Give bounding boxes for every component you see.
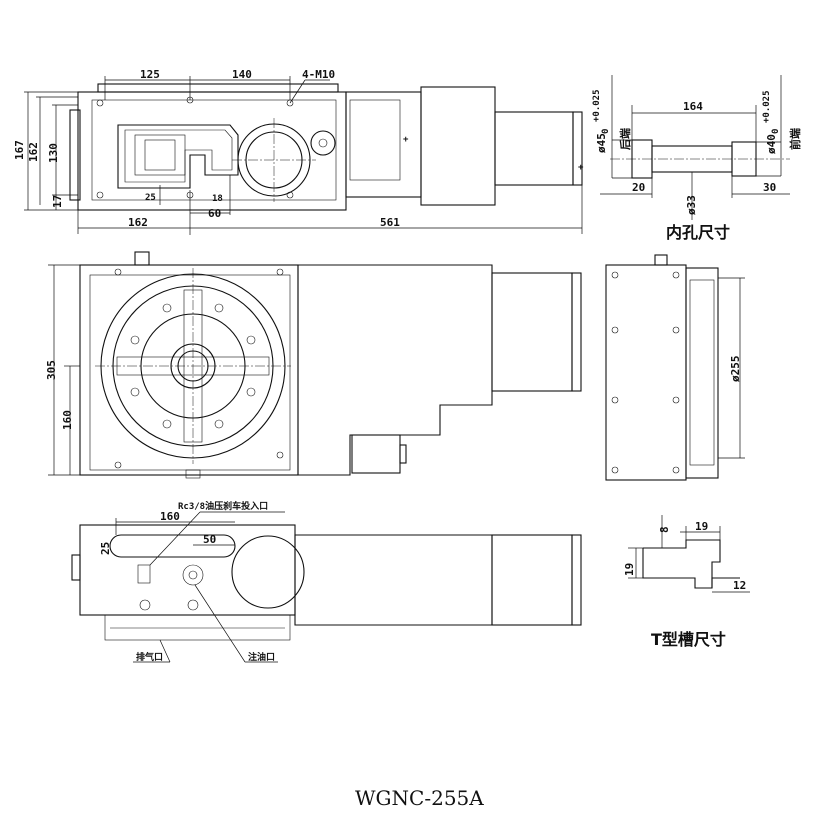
front-label: 前端 xyxy=(788,128,802,150)
model-name: WGNC-255A xyxy=(355,786,484,810)
dim-305: 305 xyxy=(45,360,58,380)
tslot-detail-title: T型槽尺寸 xyxy=(651,630,726,649)
bottom-view: 160 50 25 Rc3/8油压刹车投入口 排气口 注油口 xyxy=(71,500,582,663)
callout-brake-port: Rc3/8油压刹车投入口 xyxy=(178,500,268,512)
dim-140: 140 xyxy=(232,68,252,81)
dim-12: 12 xyxy=(733,579,746,592)
rear-tol-lower: 0 xyxy=(601,129,611,134)
front-dia: ø40 xyxy=(765,134,778,154)
dim-4-m10: 4-M10 xyxy=(302,68,335,81)
dim-125: 125 xyxy=(140,68,160,81)
bore-detail-title: 内孔尺寸 xyxy=(666,223,730,242)
dim-18: 18 xyxy=(212,194,223,204)
bore-detail: 164 20 30 ø33 ø45 +0.025 0 后端 ø40 +0.025… xyxy=(592,75,802,242)
front-tol-lower: 0 xyxy=(771,129,781,134)
dim-162: 162 xyxy=(27,142,40,162)
dim-162-bottom: 162 xyxy=(128,216,148,229)
dim-19-vertical: 19 xyxy=(623,563,636,576)
dim-8: 8 xyxy=(658,526,671,533)
dim-561: 561 xyxy=(380,216,400,229)
dim-50: 50 xyxy=(203,533,216,546)
side-view: ø255 xyxy=(605,254,745,481)
dim-19-horizontal: 19 xyxy=(695,520,708,533)
dim-17: 17 xyxy=(51,195,64,208)
tslot-detail: 19 19 8 12 T型槽尺寸 xyxy=(623,515,750,649)
dim-30: 30 xyxy=(763,181,776,194)
dim-25: 25 xyxy=(145,193,156,203)
front-tol-upper: +0.025 xyxy=(762,90,772,123)
front-view: 305 160 xyxy=(45,251,582,479)
dim-160-bottom: 160 xyxy=(160,510,180,523)
rear-tol-upper: +0.025 xyxy=(592,89,602,122)
rear-dia: ø45 xyxy=(595,133,608,153)
callout-vent: 排气口 xyxy=(136,651,163,663)
dim-160-front: 160 xyxy=(61,410,74,430)
rear-label: 后端 xyxy=(618,128,632,150)
top-view: + + 125 140 4-M10 167 162 130 17 25 18 6… xyxy=(13,68,584,235)
callout-oil-fill: 注油口 xyxy=(248,651,275,663)
dim-164: 164 xyxy=(683,100,703,113)
svg-text:+: + xyxy=(578,163,584,173)
dim-167: 167 xyxy=(13,140,26,160)
dim-20: 20 xyxy=(632,181,645,194)
svg-text:+: + xyxy=(403,135,409,145)
dim-60: 60 xyxy=(208,207,221,220)
dim-130: 130 xyxy=(47,143,60,163)
dim-33-dia: ø33 xyxy=(685,195,698,215)
dim-25-bottom: 25 xyxy=(99,542,112,555)
dim-255-dia: ø255 xyxy=(729,356,742,383)
